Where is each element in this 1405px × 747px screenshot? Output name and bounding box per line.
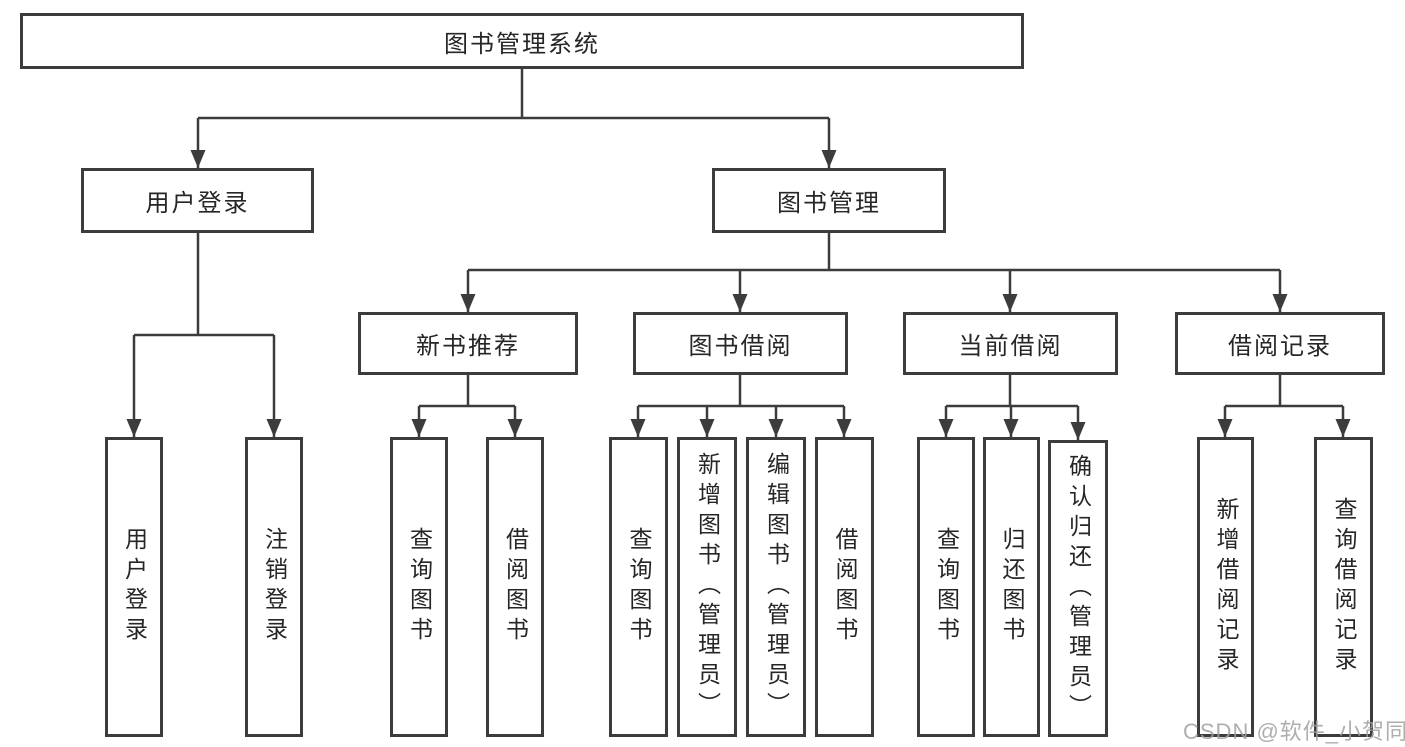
leaf-label: 新增图书（管理员） xyxy=(694,452,721,722)
leaf-query-borrow-record: 查询借阅记录 xyxy=(1314,437,1373,737)
leaf-label: 用户登录 xyxy=(121,527,148,647)
node-book-borrowing: 图书借阅 xyxy=(633,312,848,375)
node-label: 图书管理 xyxy=(777,190,881,217)
node-label: 新书推荐 xyxy=(416,333,520,360)
leaf-label: 编辑图书（管理员） xyxy=(763,452,790,722)
node-label: 用户登录 xyxy=(145,190,250,217)
node-user-login: 用户登录 xyxy=(81,168,314,233)
leaf-label: 注销登录 xyxy=(261,527,288,647)
leaf-borrow-books-borrowing: 借阅图书 xyxy=(815,437,874,737)
node-new-book-recommend: 新书推荐 xyxy=(358,312,578,375)
leaf-label: 新增借阅记录 xyxy=(1213,497,1239,677)
leaf-label: 查询图书 xyxy=(933,527,960,647)
leaf-query-books-recommend: 查询图书 xyxy=(390,437,448,737)
node-borrowing-records: 借阅记录 xyxy=(1175,312,1385,375)
node-label: 图书借阅 xyxy=(688,333,793,360)
leaf-add-borrow-record: 新增借阅记录 xyxy=(1197,437,1254,737)
node-label: 当前借阅 xyxy=(958,333,1063,360)
leaf-label: 查询图书 xyxy=(626,527,652,647)
leaf-edit-books-admin: 编辑图书（管理员） xyxy=(746,437,806,737)
leaf-label: 确认归还（管理员） xyxy=(1065,453,1092,724)
leaf-return-books: 归还图书 xyxy=(983,437,1040,737)
leaf-user-login: 用户登录 xyxy=(105,437,163,737)
node-current-borrowing: 当前借阅 xyxy=(903,312,1118,375)
leaf-label: 借阅图书 xyxy=(832,527,858,647)
leaf-confirm-return-admin: 确认归还（管理员） xyxy=(1048,440,1108,737)
node-book-management: 图书管理 xyxy=(712,168,946,233)
leaf-query-books-current: 查询图书 xyxy=(917,437,975,737)
leaf-label: 借阅图书 xyxy=(502,527,529,647)
leaf-label: 查询图书 xyxy=(406,527,433,647)
node-library-system: 图书管理系统 xyxy=(20,13,1024,69)
node-label: 借阅记录 xyxy=(1228,333,1332,360)
leaf-label: 归还图书 xyxy=(999,527,1025,647)
csdn-watermark: CSDN @软件_小贺同学 xyxy=(1183,719,1405,744)
leaf-query-books-borrowing: 查询图书 xyxy=(609,437,668,737)
leaf-borrow-books-recommend: 借阅图书 xyxy=(486,437,544,737)
leaf-logout: 注销登录 xyxy=(245,437,303,737)
leaf-label: 查询借阅记录 xyxy=(1331,497,1357,677)
node-label: 图书管理系统 xyxy=(444,30,600,58)
leaf-add-books-admin: 新增图书（管理员） xyxy=(677,437,737,737)
